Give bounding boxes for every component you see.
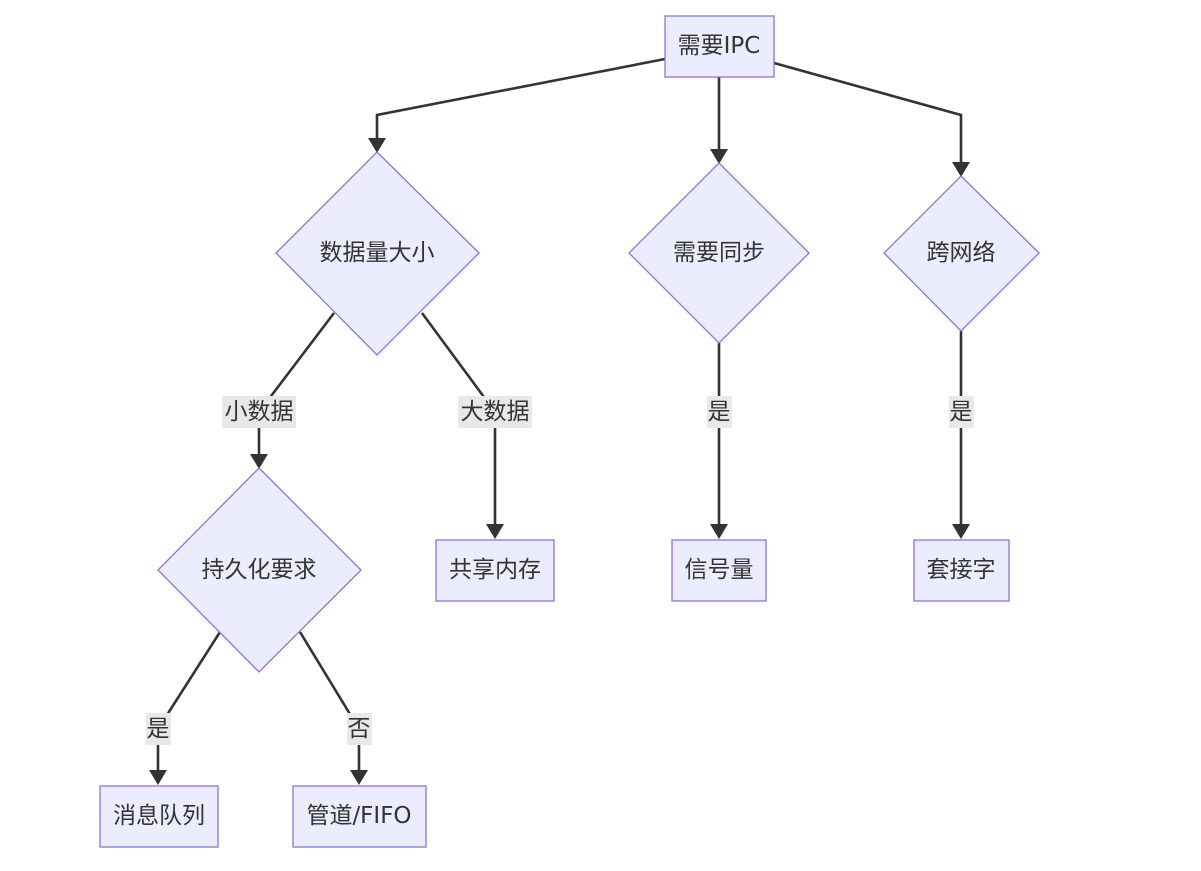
- edge-label-persist-no: 否: [348, 716, 371, 742]
- arrow-head: [952, 162, 970, 177]
- node-box: [99, 785, 219, 848]
- node-box: [913, 539, 1010, 602]
- edge-label-bg: [458, 396, 532, 428]
- node-label: 持久化要求: [202, 557, 317, 583]
- decision-diamond: [883, 175, 1040, 332]
- node-need-sync[interactable]: 需要同步: [628, 162, 810, 344]
- node-shared-memory[interactable]: 共享内存: [435, 539, 555, 602]
- node-label: 套接字: [927, 557, 996, 583]
- edge-label-large-data: 大数据: [461, 399, 530, 425]
- node-box: [435, 539, 555, 602]
- node-label: 共享内存: [449, 557, 541, 583]
- node-pipe-fifo[interactable]: 管道/FIFO: [292, 785, 427, 848]
- arrow-head: [368, 138, 386, 153]
- edge-persistence-to-message-queue: [156, 631, 222, 771]
- edge-label-bg: [347, 713, 372, 745]
- node-label: 跨网络: [927, 240, 996, 266]
- node-semaphore[interactable]: 信号量: [671, 539, 767, 602]
- decision-diamond: [275, 151, 480, 356]
- decision-diamond: [157, 467, 362, 673]
- edge-label-bg: [707, 396, 732, 428]
- node-data-size[interactable]: 数据量大小: [275, 151, 480, 356]
- edge-ipc-to-data-size: [375, 57, 666, 139]
- nodes: 需要IPC 数据量大小 需要同步 跨网络 持久化要求 共享内存 信号量: [99, 15, 1040, 848]
- node-label: 需要IPC: [678, 33, 761, 59]
- node-label: 信号量: [685, 557, 754, 583]
- node-socket[interactable]: 套接字: [913, 539, 1010, 602]
- arrow-head: [710, 149, 728, 164]
- edge-ipc-to-cross-network: [773, 61, 963, 163]
- edge-label-network-yes: 是: [950, 399, 973, 425]
- edge-label-persist-yes: 是: [147, 716, 170, 742]
- node-need-ipc[interactable]: 需要IPC: [664, 15, 775, 78]
- node-label: 消息队列: [113, 803, 205, 829]
- arrow-head: [149, 770, 167, 785]
- node-persistence[interactable]: 持久化要求: [157, 467, 362, 673]
- node-box: [292, 785, 427, 848]
- node-message-queue[interactable]: 消息队列: [99, 785, 219, 848]
- arrow-head: [350, 770, 368, 785]
- arrow-head: [952, 524, 970, 539]
- node-box: [671, 539, 767, 602]
- edge-label-small-data: 小数据: [225, 399, 294, 425]
- arrow-head: [710, 524, 728, 539]
- node-cross-network[interactable]: 跨网络: [883, 175, 1040, 332]
- edge-label-bg: [146, 713, 171, 745]
- node-label: 需要同步: [673, 240, 765, 266]
- decision-diamond: [628, 162, 810, 344]
- edge-label-bg: [949, 396, 974, 428]
- arrow-head: [486, 524, 504, 539]
- edge-labels: 小数据 大数据 是 是 是 否: [146, 396, 974, 745]
- node-label: 管道/FIFO: [306, 803, 411, 829]
- node-box: [664, 15, 775, 78]
- arrow-head: [250, 454, 268, 469]
- node-label: 数据量大小: [320, 240, 435, 266]
- edge-persistence-to-pipe-fifo: [298, 631, 361, 771]
- edge-data-size-to-persistence: [257, 312, 336, 455]
- edge-label-bg: [222, 396, 296, 428]
- edge-label-sync-yes: 是: [708, 399, 731, 425]
